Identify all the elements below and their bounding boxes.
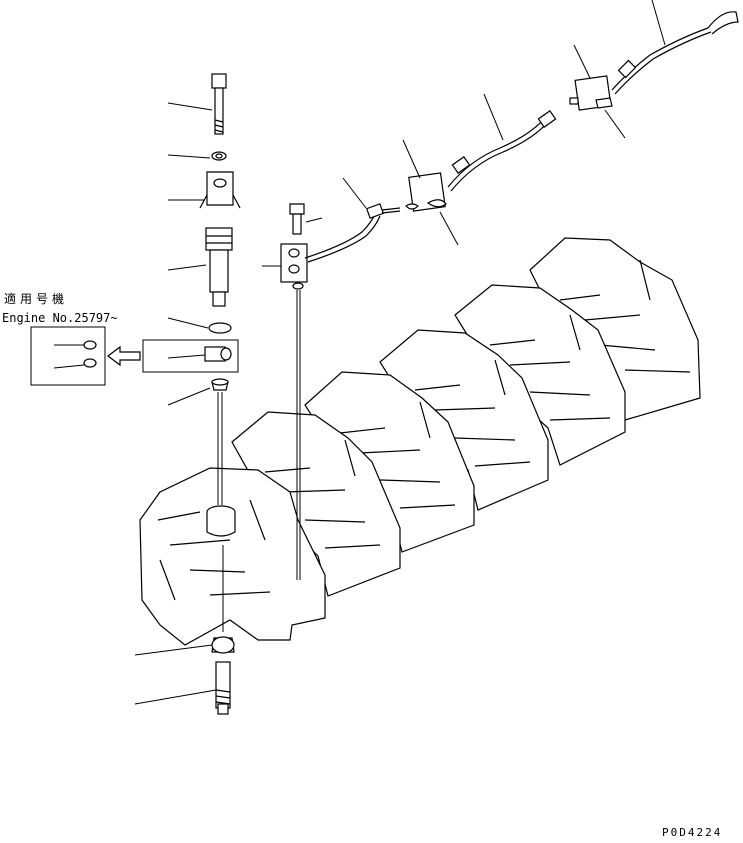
fuel-injector bbox=[205, 227, 233, 307]
injector-o-ring bbox=[208, 322, 232, 334]
new-type-inset-box bbox=[30, 326, 106, 386]
fuel-line-2 bbox=[447, 110, 557, 192]
fuel-line-3 bbox=[611, 11, 739, 95]
fuel-connector-block-2 bbox=[405, 172, 447, 212]
injector-clamp bbox=[199, 171, 241, 209]
arrow-left-icon bbox=[107, 345, 141, 367]
cylinder-head-block-1 bbox=[139, 467, 326, 646]
leader-lines bbox=[134, 0, 666, 705]
fuel-connector-block bbox=[280, 243, 308, 283]
drawing-code: P0D4224 bbox=[662, 826, 722, 839]
connector-axis-line bbox=[296, 290, 301, 580]
connector-bolt bbox=[289, 203, 305, 235]
applicability-jp-label: 適用号機 bbox=[4, 291, 68, 306]
injector-axis-line bbox=[217, 392, 223, 505]
injector-seal-ring bbox=[211, 378, 229, 391]
stud-bolt bbox=[215, 661, 231, 715]
hex-nut bbox=[211, 636, 235, 654]
fuel-connector-block-3 bbox=[569, 75, 613, 111]
injector-mounting-bolt bbox=[211, 73, 227, 135]
applicability-engine-no: Engine No.25797~ bbox=[2, 311, 118, 325]
connector-washer bbox=[292, 282, 304, 290]
fuel-line-1 bbox=[304, 203, 401, 263]
bolt-washer bbox=[211, 151, 227, 161]
old-type-inset-box bbox=[142, 339, 239, 373]
